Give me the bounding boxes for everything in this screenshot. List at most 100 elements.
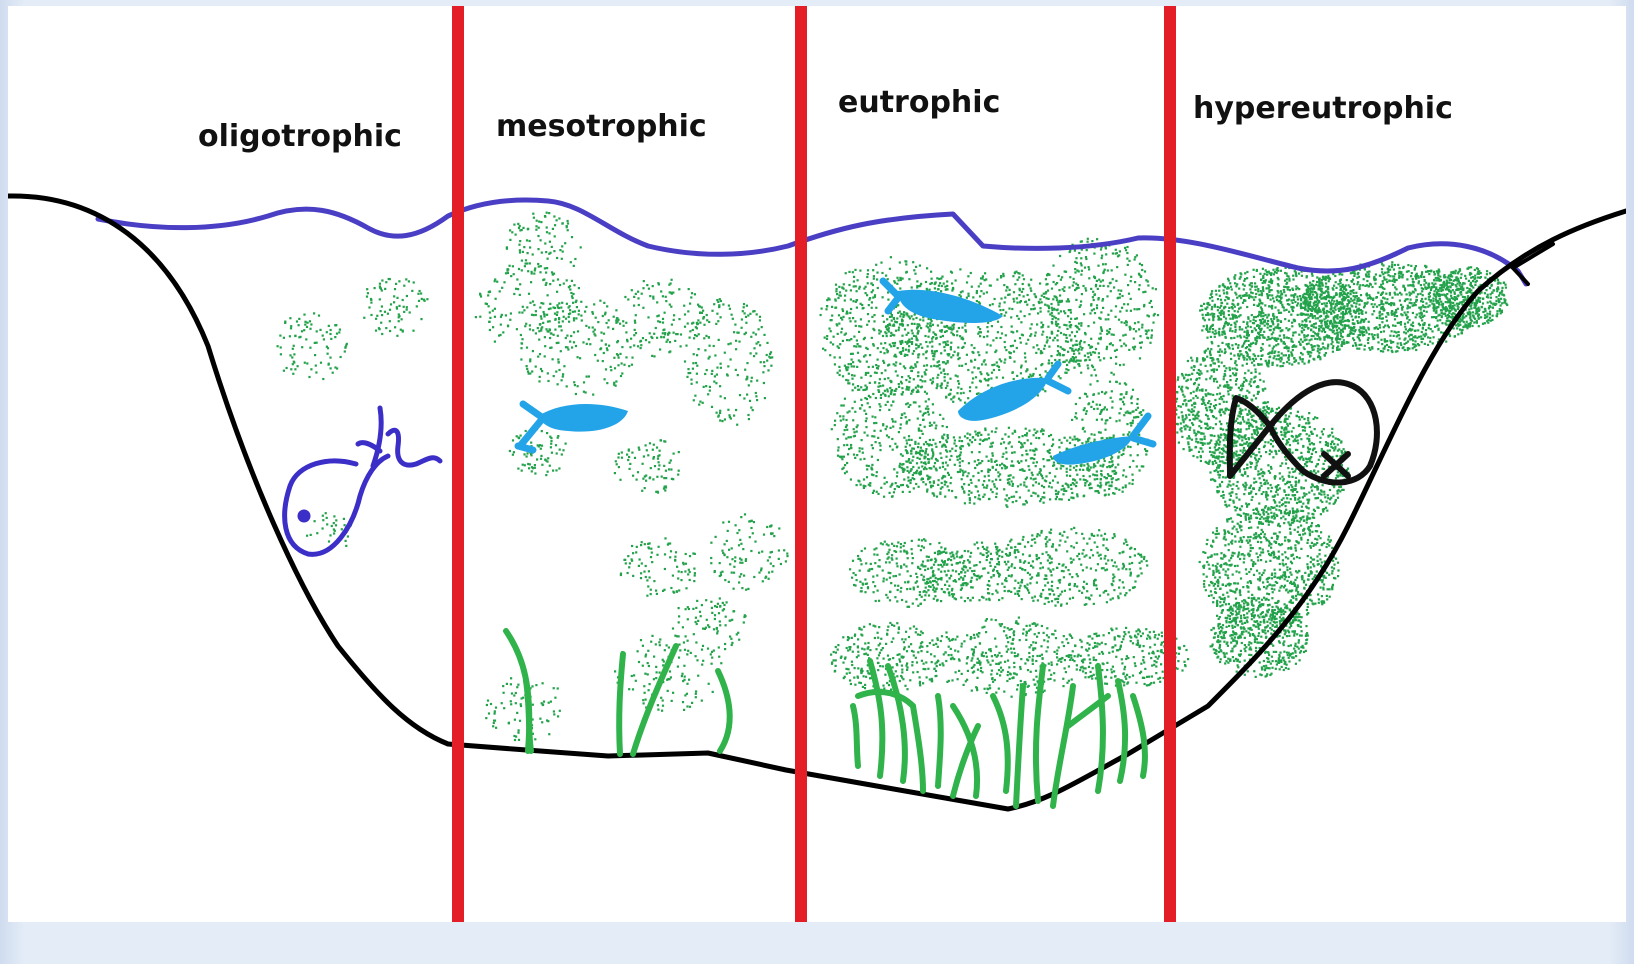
- algae-dot: [1025, 450, 1027, 452]
- algae-dot: [849, 568, 851, 570]
- algae-dot: [1073, 546, 1075, 548]
- algae-dot: [889, 577, 891, 579]
- algae-dot: [887, 597, 889, 599]
- algae-dot: [868, 299, 870, 301]
- algae-dot: [659, 321, 661, 323]
- algae-dot: [766, 360, 768, 362]
- algae-dot: [1104, 406, 1106, 408]
- algae-dot: [1051, 288, 1053, 290]
- algae-dot: [663, 336, 665, 338]
- algae-dot: [617, 321, 619, 323]
- algae-dot: [684, 360, 686, 362]
- algae-dot: [868, 320, 870, 322]
- algae-dot: [887, 278, 889, 280]
- algae-dot: [1124, 594, 1126, 596]
- algae-dot: [642, 337, 644, 339]
- algae-dot: [1106, 295, 1108, 297]
- algae-dot: [714, 618, 716, 620]
- algae-dot: [549, 241, 551, 243]
- algae-dot: [555, 469, 557, 471]
- algae-dot: [755, 333, 757, 335]
- algae-dot: [1125, 476, 1127, 478]
- algae-dot: [286, 367, 288, 369]
- algae-dot: [850, 289, 852, 291]
- algae-dot: [783, 549, 785, 551]
- algae-dot: [708, 337, 710, 339]
- algae-dot: [1092, 401, 1094, 403]
- algae-dot: [381, 314, 383, 316]
- algae-dot: [513, 224, 515, 226]
- algae-dot: [1097, 534, 1099, 536]
- algae-dot: [739, 576, 741, 578]
- algae-dot: [1132, 346, 1134, 348]
- algae-dot: [531, 470, 533, 472]
- algae-dot: [1053, 462, 1055, 464]
- algae-dot: [662, 318, 664, 320]
- algae-dot: [1147, 337, 1149, 339]
- algae-dot: [891, 496, 893, 498]
- algae-dot: [966, 354, 968, 356]
- algae-dot: [1072, 597, 1074, 599]
- algae-dot: [996, 464, 998, 466]
- algae-dot: [1023, 295, 1025, 297]
- algae-dot: [998, 369, 1000, 371]
- algae-dot: [1084, 287, 1086, 289]
- algae-dot: [1033, 346, 1035, 348]
- algae-dot: [928, 585, 930, 587]
- algae-dot: [964, 329, 966, 331]
- algae-dot: [617, 340, 619, 342]
- algae-dot: [1052, 543, 1054, 545]
- algae-dot: [557, 687, 559, 689]
- algae-dot: [724, 418, 726, 420]
- algae-dot: [516, 686, 518, 688]
- algae-dot: [631, 289, 633, 291]
- algae-dot: [663, 589, 665, 591]
- algae-dot: [597, 360, 599, 362]
- algae-dot: [544, 242, 546, 244]
- algae-dot: [409, 311, 411, 313]
- algae-dot: [859, 450, 861, 452]
- algae-dot: [1078, 287, 1080, 289]
- algae-dot: [664, 649, 666, 651]
- algae-dot: [586, 376, 588, 378]
- algae-dot: [665, 470, 667, 472]
- algae-dot: [1050, 434, 1052, 436]
- algae-dot: [913, 478, 915, 480]
- algae-dot: [938, 542, 940, 544]
- algae-dot: [629, 468, 631, 470]
- algae-dot: [956, 392, 958, 394]
- algae-dot: [1133, 328, 1135, 330]
- algae-dot: [927, 589, 929, 591]
- algae-dot: [992, 339, 994, 341]
- algae-dot: [995, 479, 997, 481]
- algae-dot: [1030, 443, 1032, 445]
- algae-dot: [750, 336, 752, 338]
- algae-dot: [1104, 429, 1106, 431]
- algae-dot: [923, 443, 925, 445]
- algae-dot: [1008, 308, 1010, 310]
- algae-dot: [954, 351, 956, 353]
- algae-dot: [1085, 256, 1087, 258]
- algae-dot: [957, 380, 959, 382]
- algae-dot: [1063, 354, 1065, 356]
- algae-dot: [975, 376, 977, 378]
- algae-dot: [713, 345, 715, 347]
- algae-dot: [997, 471, 999, 473]
- algae-dot: [944, 380, 946, 382]
- algae-dot: [333, 515, 335, 517]
- algae-dot: [1052, 480, 1054, 482]
- algae-dot: [529, 372, 531, 374]
- algae-dot: [952, 288, 954, 290]
- algae-dot: [981, 470, 983, 472]
- algae-dot: [542, 322, 544, 324]
- algae-dot: [1043, 502, 1045, 504]
- algae-dot: [1096, 474, 1098, 476]
- algae-dot: [884, 342, 886, 344]
- algae-dot: [982, 484, 984, 486]
- algae-dot: [1031, 539, 1033, 541]
- algae-dot: [1132, 460, 1134, 462]
- algae-dot: [506, 683, 508, 685]
- algae-dot: [872, 393, 874, 395]
- algae-dot: [994, 566, 996, 568]
- algae-dot: [531, 314, 533, 316]
